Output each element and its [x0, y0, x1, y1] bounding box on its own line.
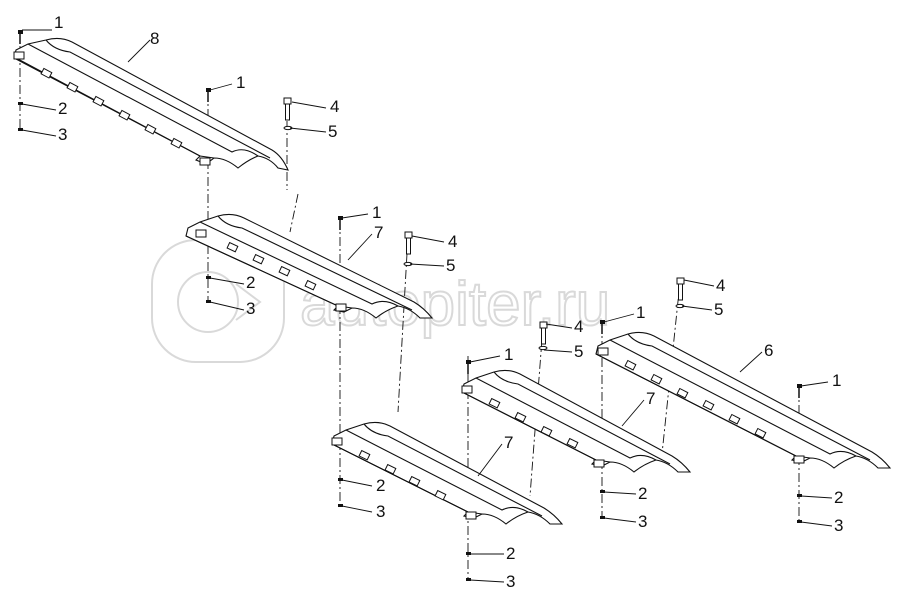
bolt-icon [283, 97, 292, 121]
callout-5: 5 [574, 342, 583, 361]
nut-icon [600, 516, 605, 519]
callout-5: 5 [328, 122, 337, 141]
mounting-tab [278, 265, 291, 277]
mounting-tab [66, 81, 79, 93]
guard-part-7 [461, 369, 692, 473]
nut-icon [600, 490, 605, 493]
callout-1: 1 [832, 371, 841, 390]
callout-3: 3 [58, 125, 67, 144]
mounting-tab [650, 373, 663, 385]
guard-part-7 [185, 213, 434, 319]
nut-icon [466, 578, 471, 581]
callout-1: 1 [372, 203, 381, 222]
bolt-icon [676, 277, 685, 301]
guard-part-6 [595, 331, 892, 469]
callout-2: 2 [376, 476, 385, 495]
callout-6: 6 [764, 341, 773, 360]
washer-icon [538, 345, 548, 351]
callout-1: 1 [504, 345, 513, 364]
nut-icon [18, 128, 23, 131]
mounting-tab [488, 397, 501, 409]
mounting-tab [144, 123, 157, 135]
nut-icon [338, 478, 343, 481]
mounting-tab [728, 413, 741, 425]
callout-4: 4 [448, 232, 457, 251]
callout-2: 2 [506, 544, 515, 563]
screw-icon [600, 320, 605, 334]
callout-7: 7 [374, 223, 383, 242]
callout-3: 3 [246, 299, 255, 318]
callout-2: 2 [638, 484, 647, 503]
callout-leaders [21, 29, 833, 583]
mounting-tab [226, 241, 239, 253]
mounting-tab [358, 449, 371, 461]
screw-icon [338, 216, 343, 230]
nut-icon [797, 520, 802, 523]
mounting-tab [540, 425, 553, 437]
callout-5: 5 [714, 300, 723, 319]
mounting-tab [754, 427, 767, 439]
guard-part-7 [331, 421, 564, 525]
mounting-tab [514, 411, 527, 423]
screw-icon [206, 88, 211, 102]
callout-4: 4 [574, 317, 583, 336]
mounting-tab [92, 95, 105, 107]
callout-3: 3 [376, 502, 385, 521]
mounting-tab [384, 463, 397, 475]
nut-icon [18, 102, 23, 105]
nut-icon [206, 276, 211, 279]
mounting-tab [676, 387, 689, 399]
callout-3: 3 [506, 572, 515, 591]
callout-2: 2 [58, 99, 67, 118]
mounting-tab [304, 279, 317, 291]
callout-7: 7 [504, 433, 513, 452]
screw-icon [797, 384, 802, 398]
callout-4: 4 [716, 276, 725, 295]
mounting-tab [252, 253, 265, 265]
mounting-tab [702, 399, 715, 411]
callout-3: 3 [834, 516, 843, 535]
callout-1: 1 [636, 303, 645, 322]
screw-icon [466, 360, 471, 374]
mounting-tab [434, 489, 447, 501]
nut-icon [797, 494, 802, 497]
mounting-tab [566, 437, 579, 449]
nut-icon [206, 300, 211, 303]
callout-5: 5 [446, 256, 455, 275]
mounting-tab [118, 109, 131, 121]
callout-1: 1 [54, 13, 63, 32]
callout-2: 2 [246, 273, 255, 292]
mounting-tab [170, 137, 183, 149]
bolt-icon [539, 321, 548, 345]
callout-2: 2 [834, 488, 843, 507]
nut-icon [338, 504, 343, 507]
screw-icon [18, 30, 23, 44]
bolt-icon [404, 231, 413, 255]
guard-part-8 [13, 37, 289, 171]
callout-1: 1 [236, 73, 245, 92]
mounting-tab [624, 359, 637, 371]
mounting-tab [408, 475, 421, 487]
callout-3: 3 [638, 512, 647, 531]
callout-8: 8 [150, 29, 159, 48]
mounting-tab [40, 67, 53, 79]
nut-icon [466, 552, 471, 555]
callout-labels: 1 8 2 3 1 4 5 1 7 4 5 2 3 4 5 1 4 5 1 6 … [54, 13, 843, 591]
callout-7: 7 [646, 389, 655, 408]
callout-4: 4 [330, 97, 339, 116]
